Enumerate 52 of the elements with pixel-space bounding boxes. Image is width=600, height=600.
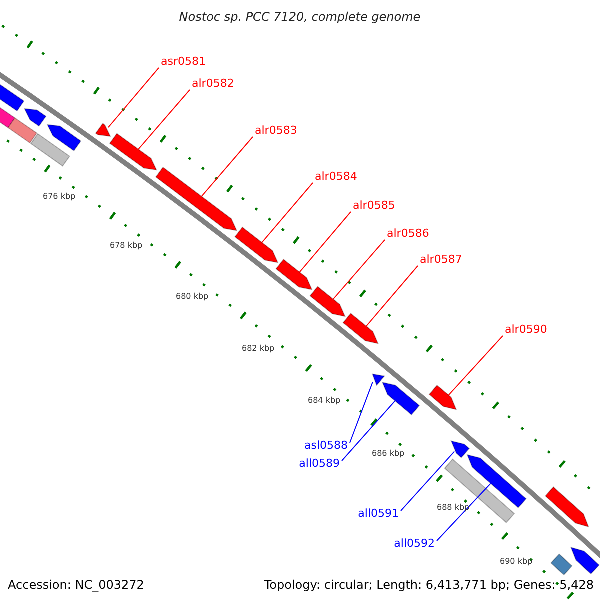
gene-label: alr0587 xyxy=(420,253,462,266)
gene-label: alr0590 xyxy=(505,323,548,336)
leader-line xyxy=(350,382,374,444)
scale-label: 688 kbp xyxy=(437,503,470,513)
leader-line xyxy=(448,336,504,396)
gene-label: all0591 xyxy=(358,507,399,520)
scale-label: 676 kbp xyxy=(43,192,76,202)
leader-line xyxy=(138,90,190,150)
gene-feature xyxy=(30,133,70,167)
scale-label: 682 kbp xyxy=(242,344,275,354)
gene-label: alr0585 xyxy=(353,199,396,212)
gene-feature xyxy=(109,133,158,171)
gene-feature xyxy=(310,286,346,318)
leader-line xyxy=(332,240,386,300)
gene-feature xyxy=(46,124,82,152)
gene-label: asl0588 xyxy=(304,439,348,452)
gene-label: asr0581 xyxy=(161,55,206,68)
scale-label: 690 kbp xyxy=(500,557,533,567)
leader-line xyxy=(366,266,418,327)
gene-feature xyxy=(24,108,47,127)
gene-label: all0592 xyxy=(394,537,435,550)
leader-line xyxy=(262,182,314,244)
gene-label: all0589 xyxy=(299,457,340,470)
scale-label: 684 kbp xyxy=(308,396,341,406)
gene-feature xyxy=(8,117,38,144)
leader-line xyxy=(108,68,160,128)
scale-label: 680 kbp xyxy=(176,292,209,302)
title: Nostoc sp. PCC 7120, complete genome xyxy=(178,9,422,26)
gene-feature xyxy=(544,486,590,528)
gene-feature xyxy=(342,312,380,344)
gene-feature xyxy=(155,166,238,232)
gene-feature xyxy=(550,554,573,576)
leader-line xyxy=(400,451,456,512)
accession-label: Accession: NC_003272 xyxy=(8,577,144,594)
leader-line xyxy=(436,483,492,542)
genome-info: Topology: circular; Length: 6,413,771 bp; Genes: 5,428 xyxy=(264,577,594,594)
gene-feature xyxy=(372,374,385,386)
gene-label: alr0583 xyxy=(255,124,298,137)
leader-line xyxy=(201,136,254,197)
gene-label: alr0586 xyxy=(387,227,430,240)
gene-feature xyxy=(382,382,420,416)
leader-line xyxy=(342,400,396,462)
gene-feature xyxy=(570,546,600,575)
scale-label: 678 kbp xyxy=(110,241,143,251)
scale-label: 686 kbp xyxy=(372,449,405,459)
gene-feature xyxy=(234,226,279,264)
leader-line xyxy=(299,212,352,273)
gene-feature xyxy=(276,258,313,290)
gene-label: alr0582 xyxy=(192,77,234,90)
gene-feature xyxy=(95,123,112,138)
gene-feature xyxy=(428,384,458,410)
gene-label: alr0584 xyxy=(315,170,358,183)
